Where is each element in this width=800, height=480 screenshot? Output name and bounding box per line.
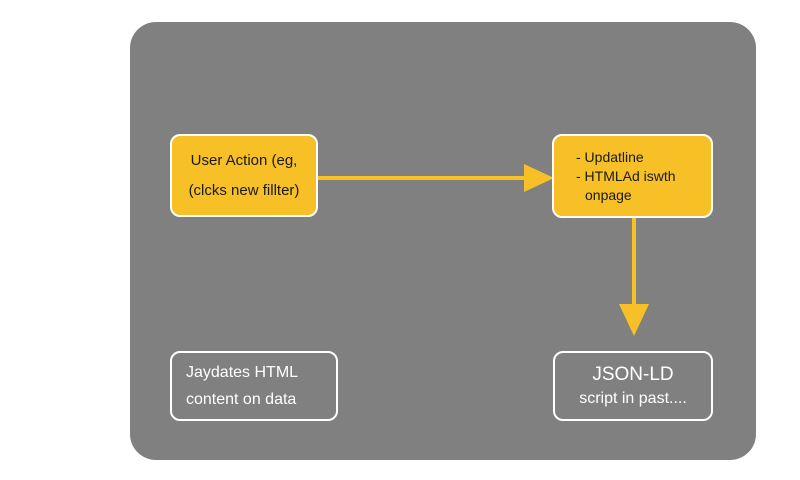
arrow-user-action-to-update — [318, 160, 554, 196]
node-update-line-3: onpage — [585, 186, 632, 203]
node-jsonld-subtitle: script in past.... — [579, 389, 687, 407]
node-user-action-line-1: User Action (eg, — [190, 151, 298, 169]
node-update-line-2: - HTMLAd iswth — [576, 167, 676, 184]
node-user-action-line-2: (clcks new fillter) — [188, 181, 300, 199]
node-jsonld[interactable]: JSON-LD script in past.... — [553, 351, 713, 421]
node-jaydates-line-2: content on data — [186, 391, 297, 408]
diagram-panel — [130, 22, 756, 460]
node-jsonld-title: JSON-LD — [592, 363, 674, 385]
arrow-update-to-jsonld — [614, 218, 668, 336]
node-jaydates[interactable]: Jaydates HTML content on data — [170, 351, 338, 421]
node-user-action[interactable]: User Action (eg, (clcks new fillter) — [170, 134, 318, 217]
node-update-line-1: - Updatline — [576, 148, 644, 165]
node-jaydates-line-1: Jaydates HTML — [186, 364, 299, 381]
node-update[interactable]: - Updatline - HTMLAd iswth onpage — [552, 134, 713, 218]
